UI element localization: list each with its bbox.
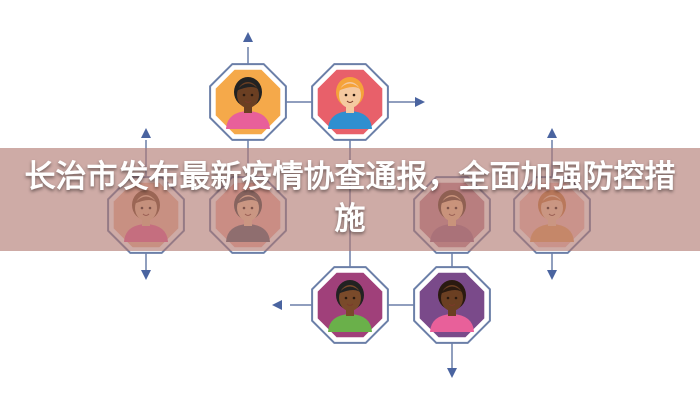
arrow-head-icon <box>272 300 282 310</box>
arrow-head-icon <box>415 97 425 107</box>
arrow-head-icon <box>547 128 557 138</box>
arrow-head-icon <box>547 270 557 280</box>
headline-title: 长治市发布最新疫情协查通报，全面加强防控措施 <box>24 159 676 237</box>
headline-banner <box>0 148 700 251</box>
arrow-head-icon <box>141 270 151 280</box>
arrow-head-icon <box>243 32 253 42</box>
avatar-woman-violet-icon <box>413 266 491 344</box>
avatar-woman-orange-icon <box>209 63 287 141</box>
avatar-man-red-icon <box>311 63 389 141</box>
avatar-man-purple-icon <box>311 266 389 344</box>
arrow-head-icon <box>141 128 151 138</box>
arrow-head-icon <box>447 368 457 378</box>
